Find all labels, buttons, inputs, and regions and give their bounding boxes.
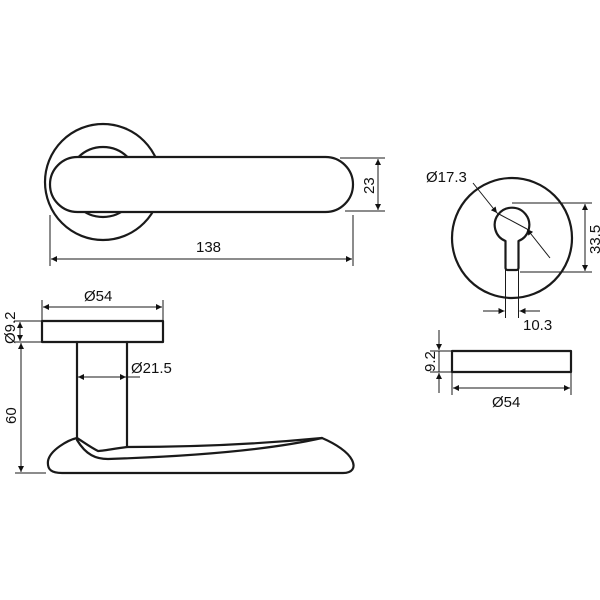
dim-label-handle-width: 23 bbox=[361, 177, 378, 194]
dim-keyhole-diameter: Ø17.3 bbox=[426, 169, 551, 259]
handle-top-view bbox=[43, 122, 355, 242]
dim-label-neck-diameter: Ø21.5 bbox=[131, 360, 172, 377]
dim-keyhole-height: 33.5 bbox=[512, 202, 600, 273]
dim-label-rose-diameter: Ø54 bbox=[84, 288, 112, 305]
dim-rose-diameter: Ø54 bbox=[41, 288, 164, 320]
dim-label-escutcheon-thickness: 9.2 bbox=[422, 351, 439, 372]
dim-handle-height: 60 bbox=[3, 341, 46, 474]
lever-top-outline bbox=[48, 155, 355, 214]
cylinder-keyhole bbox=[493, 206, 531, 272]
escutcheon-side-outline bbox=[450, 349, 573, 374]
dim-handle-length: 138 bbox=[49, 215, 354, 266]
lever-side-outline bbox=[46, 436, 355, 475]
dim-rose-thickness: Ø9.2 bbox=[2, 311, 41, 344]
escutcheon-outer-circle bbox=[450, 176, 574, 300]
dim-label-keyhole-slot-width: 10.3 bbox=[523, 317, 552, 334]
rose-side-outline bbox=[40, 319, 165, 344]
escutcheon-front-view bbox=[450, 176, 574, 300]
dim-label-rose-thickness: Ø9.2 bbox=[2, 311, 19, 344]
dim-label-handle-height: 60 bbox=[3, 407, 20, 424]
handle-side-view bbox=[40, 319, 355, 475]
escutcheon-side-view bbox=[450, 349, 573, 374]
dim-handle-width: 23 bbox=[340, 157, 385, 212]
lever-inner-curve bbox=[75, 436, 324, 461]
dim-label-escutcheon-diameter: Ø54 bbox=[492, 394, 520, 411]
dim-neck-diameter: Ø21.5 bbox=[78, 360, 172, 380]
dim-escutcheon-thickness: 9.2 bbox=[422, 330, 451, 393]
dim-label-keyhole-diameter: Ø17.3 bbox=[426, 169, 467, 186]
dim-label-handle-length: 138 bbox=[196, 239, 221, 256]
dim-keyhole-slot-width: 10.3 bbox=[483, 268, 552, 334]
neck-outline bbox=[75, 340, 129, 449]
dim-label-keyhole-height: 33.5 bbox=[587, 225, 600, 254]
dim-escutcheon-diameter: Ø54 bbox=[451, 373, 572, 411]
